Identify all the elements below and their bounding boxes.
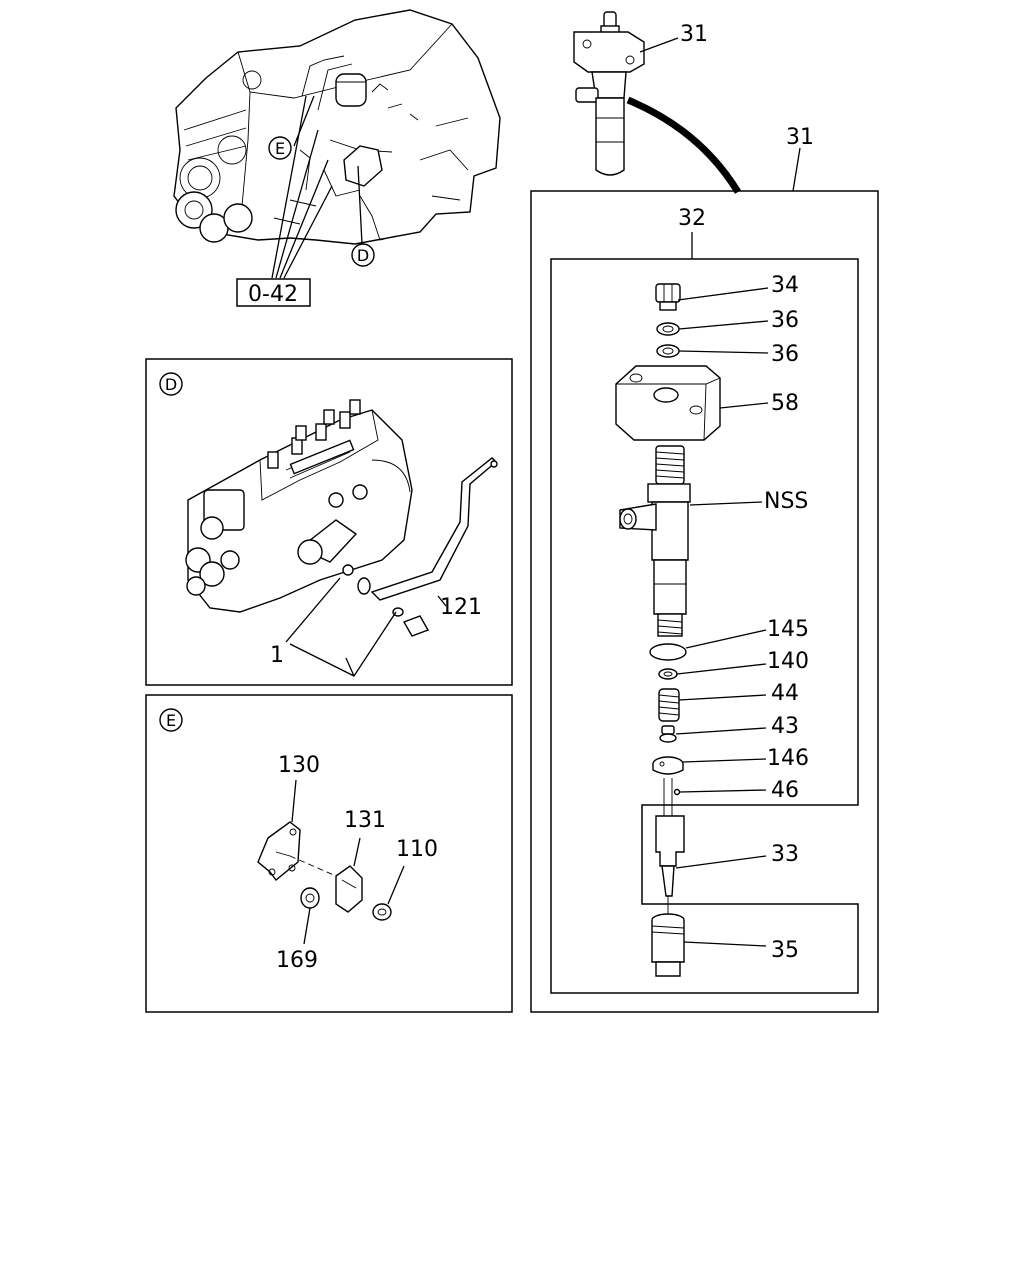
callout-e-letter: E — [275, 139, 285, 158]
part-36-washer-a — [656, 322, 680, 336]
part-33-nozzle — [655, 778, 685, 914]
callout-e-overview: E — [268, 136, 292, 160]
label-110: 110 — [396, 837, 438, 862]
label-43: 43 — [771, 714, 799, 739]
holder-assy-frame — [550, 258, 859, 994]
part-130-bracket — [257, 821, 301, 882]
label-36-a: 36 — [771, 308, 799, 333]
label-121: 121 — [440, 595, 482, 620]
injector-small-illustration — [573, 11, 741, 194]
callout-d-letter: D — [357, 246, 369, 265]
leader-35 — [683, 941, 767, 947]
part-146-spacer — [652, 756, 684, 775]
part-110-nut — [372, 903, 392, 921]
injector-kit-frame — [530, 190, 879, 1013]
leader-31-top — [639, 37, 679, 53]
label-36-b: 36 — [771, 342, 799, 367]
part-35-retaining-nut — [651, 913, 685, 977]
leader-44 — [678, 694, 767, 701]
leader-130 — [291, 779, 297, 823]
engine-overview-illustration — [173, 9, 501, 245]
part-34-screw — [655, 283, 681, 311]
reference-box-0-42[interactable]: 0-42 — [236, 278, 311, 307]
label-46: 46 — [771, 778, 799, 803]
label-131: 131 — [344, 808, 386, 833]
leader-36-a — [678, 320, 769, 330]
label-130: 130 — [278, 753, 320, 778]
leader-58 — [719, 402, 769, 409]
label-44: 44 — [771, 681, 799, 706]
leader-nss — [689, 501, 763, 506]
part-nss-nozzle-holder — [619, 445, 691, 637]
label-nss: NSS — [764, 489, 808, 514]
part-140-shim — [658, 668, 678, 680]
leader-46 — [679, 789, 767, 793]
leader-34 — [677, 287, 769, 301]
leader-110 — [387, 865, 405, 905]
leader-131 — [353, 837, 361, 867]
label-31-top: 31 — [680, 22, 708, 47]
leader-43 — [675, 727, 767, 735]
leader-145 — [685, 629, 767, 649]
overview-leaders — [271, 95, 363, 279]
label-146: 146 — [767, 746, 809, 771]
leader-36-b — [678, 350, 769, 354]
assembly-dash-line — [289, 855, 337, 877]
label-140: 140 — [767, 649, 809, 674]
detail-e-view-marker: E — [159, 708, 183, 732]
label-35: 35 — [771, 938, 799, 963]
leader-31-kit — [792, 147, 801, 192]
detail-d-leaders — [285, 577, 447, 677]
label-145: 145 — [767, 617, 809, 642]
detail-d-frame — [145, 358, 513, 686]
part-43-spring-seat — [659, 725, 677, 743]
part-169-bolt — [300, 887, 320, 909]
part-131-clip — [335, 865, 363, 913]
label-34: 34 — [771, 273, 799, 298]
injection-pump-illustration — [185, 399, 498, 637]
leader-169 — [303, 907, 311, 945]
part-58-bracket — [615, 365, 721, 441]
label-169: 169 — [276, 948, 318, 973]
callout-d-overview: D — [351, 243, 375, 267]
label-33: 33 — [771, 842, 799, 867]
leader-146 — [682, 758, 767, 763]
label-1: 1 — [270, 643, 284, 668]
detail-d-view-marker: D — [159, 372, 183, 396]
reference-box-label: 0-42 — [248, 282, 298, 307]
label-31-kit: 31 — [786, 125, 814, 150]
leader-140 — [676, 663, 767, 675]
part-36-washer-b — [656, 344, 680, 358]
detail-e-frame — [145, 694, 513, 1013]
leader-33 — [675, 855, 767, 869]
part-145-o-ring — [649, 643, 687, 661]
part-46-pin — [673, 788, 681, 796]
label-58: 58 — [771, 391, 799, 416]
label-32: 32 — [678, 206, 706, 231]
detail-e-letter: E — [166, 711, 176, 730]
part-44-spring — [658, 688, 680, 722]
detail-d-letter: D — [165, 375, 177, 394]
